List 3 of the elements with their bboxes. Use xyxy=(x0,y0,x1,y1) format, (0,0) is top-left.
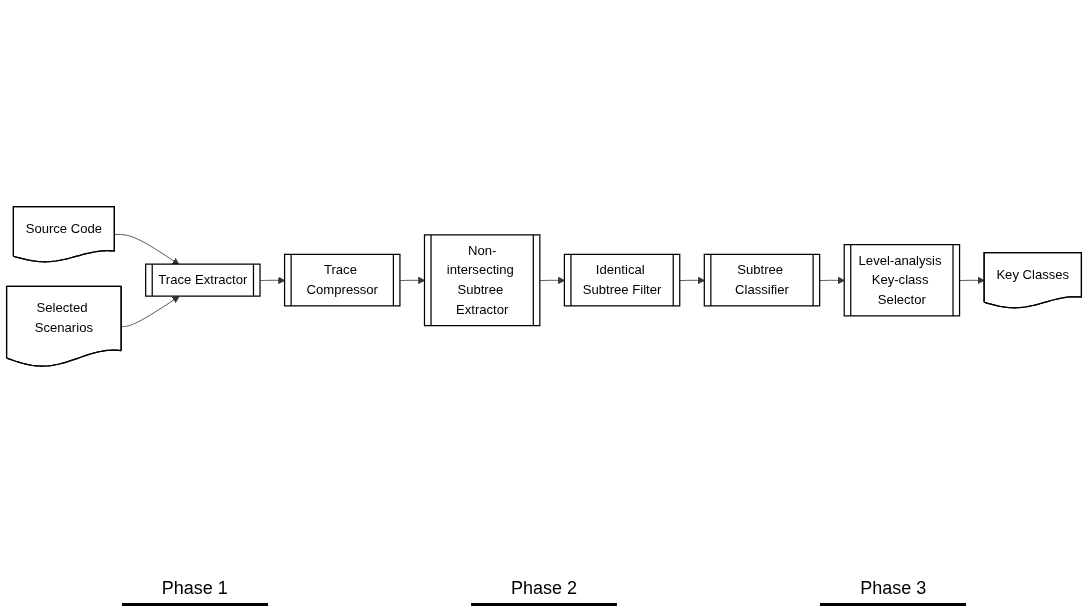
phase-label: Phase 1 xyxy=(121,578,268,606)
phase-label: Phase 3 xyxy=(820,578,967,606)
phase-label: Phase 2 xyxy=(470,578,617,606)
